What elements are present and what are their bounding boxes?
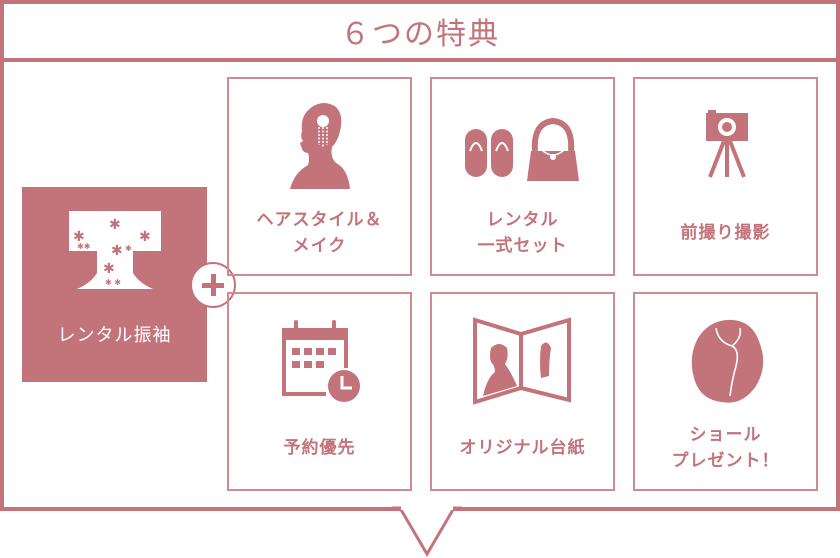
benefit-hairstyle-makeup: ヘアスタイル＆ メイク: [227, 77, 412, 276]
header-bar: ６つの特典: [4, 4, 836, 62]
furisode-kimono-icon: ✱✱✱ ✱✱✱✱ ✱✱ ✱: [68, 211, 161, 289]
svg-text:✱: ✱: [73, 229, 85, 245]
benefit-label: オリジナル台紙: [459, 438, 586, 458]
benefit-label: 一式セット: [477, 236, 568, 256]
benefit-label: ヘアスタイル＆: [256, 210, 383, 230]
benefit-rental-set: レンタル 一式セット: [430, 77, 615, 276]
benefit-label: メイク: [292, 236, 347, 256]
photo-album-icon: [472, 317, 571, 405]
svg-text:✱: ✱: [109, 217, 121, 233]
benefit-label: 前撮り撮影: [680, 223, 771, 243]
benefit-priority-reservation: 予約優先: [227, 292, 412, 491]
calendar-clock-icon: [281, 320, 360, 402]
svg-text:✱✱: ✱✱: [77, 242, 91, 251]
svg-text:✱: ✱: [139, 229, 151, 245]
benefit-label: レンタル: [486, 210, 559, 230]
down-pointer-arrow: [392, 504, 462, 557]
svg-text:✱: ✱: [125, 244, 132, 253]
benefit-label: ショール: [689, 425, 762, 445]
camera-tripod-icon: [705, 110, 748, 178]
zori-bag-icon: [464, 117, 579, 181]
svg-text:✱ ✱: ✱ ✱: [105, 278, 121, 287]
benefit-pre-shooting: 前撮り撮影: [633, 77, 818, 276]
benefit-label: 予約優先: [283, 438, 356, 458]
page-title: ６つの特典: [340, 17, 500, 52]
benefit-label: プレゼント！: [671, 451, 780, 471]
main-item-label: レンタル振袖: [57, 325, 172, 346]
benefit-original-album: オリジナル台紙: [430, 292, 615, 491]
svg-text:✱: ✱: [111, 243, 123, 259]
main-item-rental-furisode: ✱✱✱ ✱✱✱✱ ✱✱ ✱ レンタル振袖: [22, 187, 207, 382]
shawl-icon: [691, 319, 763, 403]
svg-text:✱: ✱: [103, 261, 115, 277]
benefit-shawl-present: ショール プレゼント！: [633, 292, 818, 491]
hairstyle-silhouette-icon: [289, 103, 350, 189]
